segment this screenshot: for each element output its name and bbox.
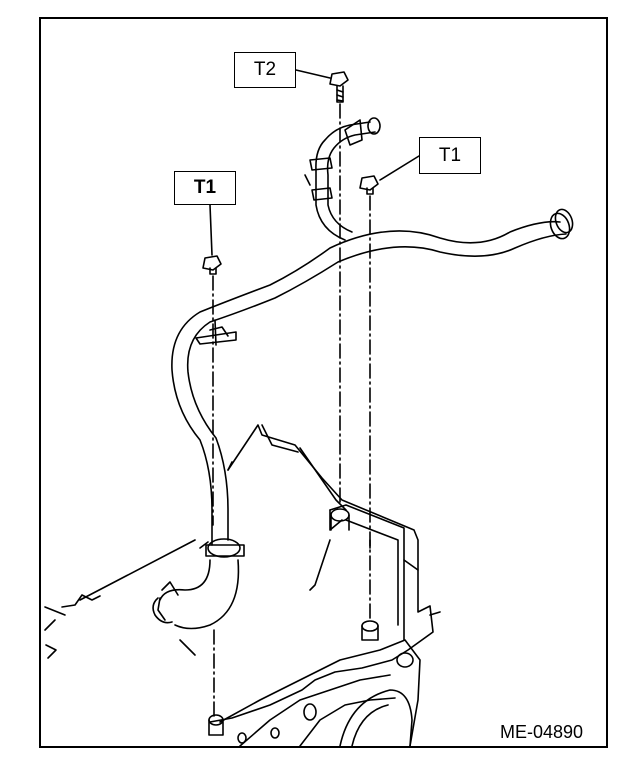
leader-lines — [209, 69, 420, 256]
diagram-frame — [39, 17, 608, 748]
alignment-lines — [212, 103, 371, 719]
bolt-t2 — [329, 71, 349, 103]
figure-id: ME-04890 — [500, 722, 584, 742]
callout-t1-right-label: T1 — [438, 144, 462, 166]
bolt-t1-right — [359, 175, 379, 195]
callout-t1-left: T1 — [174, 171, 236, 205]
callout-t1-right: T1 — [419, 137, 481, 174]
callout-t2: T2 — [234, 52, 296, 88]
bolt-t1-left — [202, 255, 222, 275]
engine-housing — [44, 424, 441, 746]
hose-bracket — [195, 319, 237, 346]
main-hose — [152, 208, 574, 630]
mounting-bosses — [208, 508, 379, 736]
callout-t1-left-label: T1 — [193, 177, 217, 198]
callout-t2-label: T2 — [253, 59, 277, 80]
small-pipe — [304, 117, 381, 241]
